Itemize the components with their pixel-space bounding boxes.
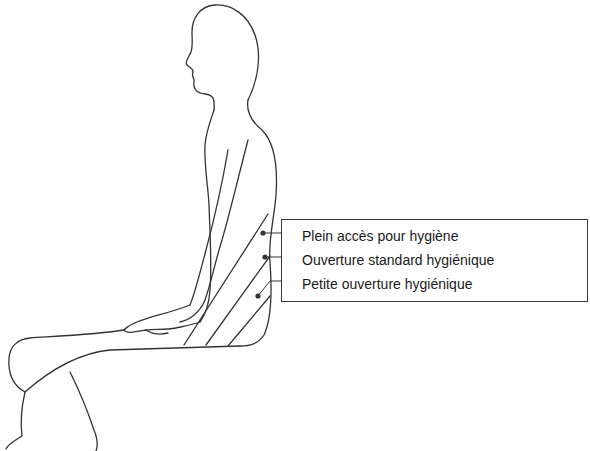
callout-label: Plein accès pour hygiène bbox=[302, 224, 577, 248]
callout-label: Petite ouverture hygiénique bbox=[302, 272, 577, 296]
callout-label: Ouverture standard hygiénique bbox=[302, 248, 577, 272]
callout-box: Plein accès pour hygièneOuverture standa… bbox=[281, 219, 588, 302]
